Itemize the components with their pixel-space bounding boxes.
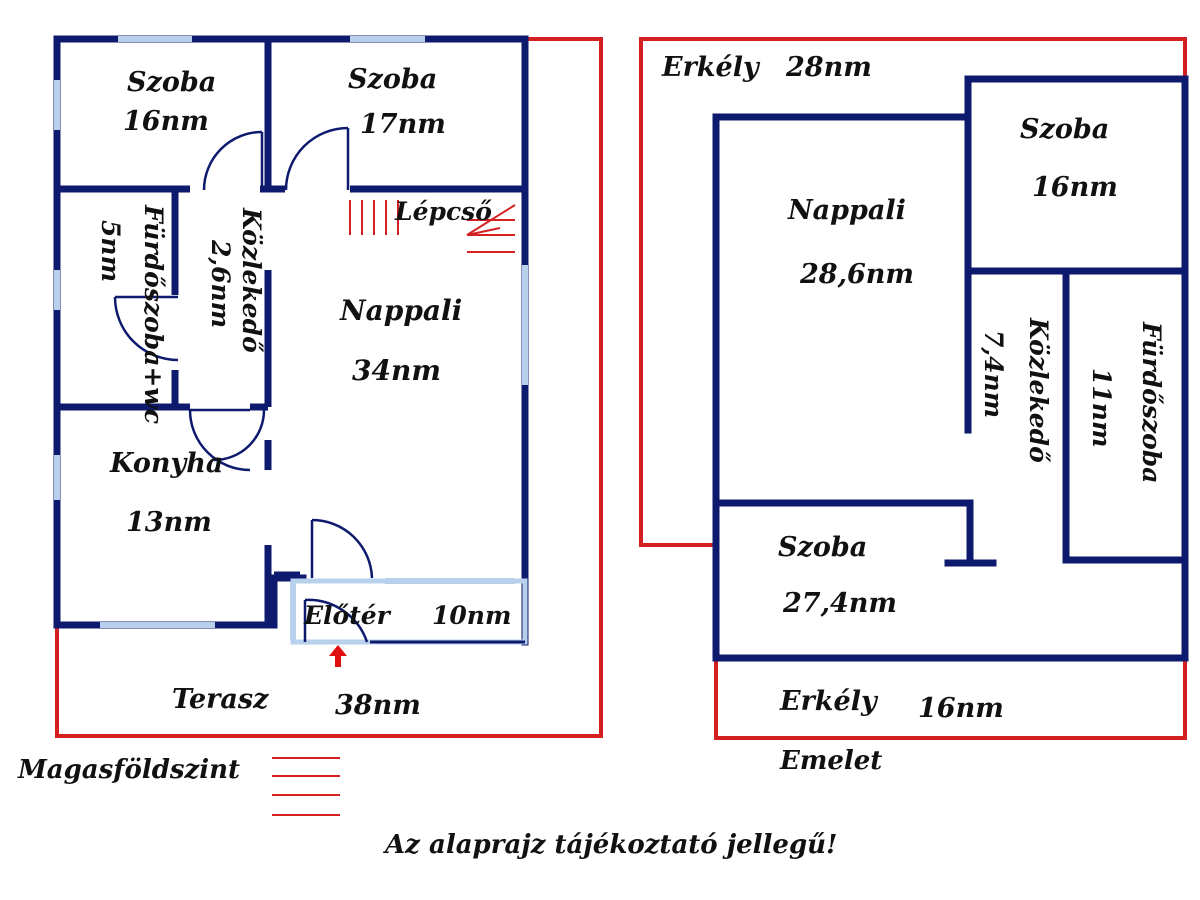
room-label: Szoba [127,67,216,98]
room-label: Fürdőszoba+wc [139,204,168,424]
ground-door-swings [113,126,374,643]
room-area: 13nm [126,507,212,538]
ground-stair [349,200,516,253]
balcony-label: Erkély [779,686,879,717]
room-label: Konyha [109,448,223,479]
room-label: Közlekedő [1024,317,1053,463]
stair-label: Lépcső [394,197,492,226]
disclaimer: Az alaprajz tájékoztató jellegű! [382,830,837,860]
interior-walls [57,39,525,625]
balcony-label: Erkély [661,52,761,83]
room-label: Fürdőszoba [1137,321,1166,483]
terrace-area: 38nm [335,690,421,721]
room-area: 11nm [1087,368,1116,447]
terrace-stair [272,757,340,816]
room-label: Nappali [787,195,906,226]
level-name: Emelet [779,746,882,776]
room-area: 16nm [1032,172,1118,203]
room-area: 7,4nm [979,330,1008,418]
room-area: 34nm [352,354,441,387]
ground-floor-plan: Szoba 16nm Szoba 17nm Lépcső Fürdőszoba+… [17,35,603,816]
upper-floor-plan: Erkély 28nm Szoba 16nm Nappali 28,6nm 7,… [639,37,1189,776]
room-label: Szoba [778,532,867,563]
terrace-label: Terasz [172,684,269,715]
terrace-outline [55,37,603,738]
room-area: 16nm [123,106,209,137]
room-label: Előtér [303,601,392,630]
level-name: Magasföldszint [17,755,240,785]
room-label: Közlekedő [237,207,266,353]
balcony-outline [639,37,1187,740]
room-area: 5nm [96,220,125,282]
room-area: 27,4nm [782,588,897,619]
upper-walls [712,75,1189,662]
room-area: 28,6nm [799,259,914,290]
balcony-area: 16nm [918,693,1004,724]
room-area: 10nm [432,601,511,630]
entrance-arrow [329,645,347,667]
room-area: 2,6nm [206,239,235,328]
room-label: Szoba [348,64,437,95]
room-label: Nappali [339,294,462,327]
balcony-area: 28nm [785,52,872,83]
room-label: Szoba [1020,114,1109,145]
room-area: 17nm [360,109,446,140]
